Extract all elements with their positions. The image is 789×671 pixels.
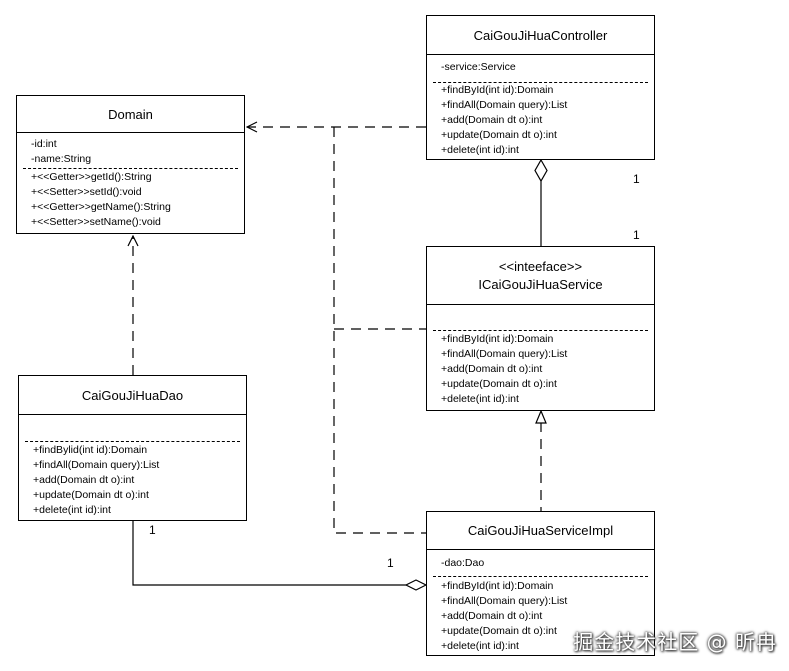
class-attributes: -id:int -name:String [31, 137, 91, 167]
class-name: ICaiGouJiHuaService [478, 277, 603, 292]
class-domain[interactable]: Domain -id:int -name:String +<<Getter>>g… [16, 95, 245, 234]
class-divider-dashed [433, 330, 648, 331]
class-divider-dashed [23, 168, 238, 169]
watermark: 掘金技术社区 @ 昕冉 [573, 630, 777, 654]
operation-row: +<<Getter>>getId():String [31, 171, 152, 183]
interface-stereotype: <<inteeface>> [498, 259, 583, 274]
class-operations: +findById(int id):Domain +findAll(Domain… [441, 83, 567, 158]
class-divider-dashed [25, 441, 240, 442]
class-name: CaiGouJiHuaController [473, 28, 608, 43]
class-caigoujihua-controller[interactable]: CaiGouJiHuaController -service:Service +… [426, 15, 655, 160]
class-name: CaiGouJiHuaServiceImpl [467, 523, 614, 538]
class-name: CaiGouJiHuaDao [81, 388, 184, 403]
class-operations: +<<Getter>>getId():String +<<Setter>>set… [31, 170, 171, 230]
class-divider-dashed [433, 82, 648, 83]
operation-row: +add(Domain dt o):int [441, 114, 543, 126]
class-divider [427, 54, 654, 55]
operation-row: +add(Domain dt o):int [441, 363, 543, 375]
multiplicity-label: 1 [633, 228, 640, 242]
operation-row: +delete(int id):int [33, 504, 111, 516]
class-operations: +findById(int id):Domain +findAll(Domain… [441, 332, 567, 407]
operation-row: +delete(int id):int [441, 144, 519, 156]
operation-row: +<<Setter>>setName():void [31, 216, 161, 228]
class-divider [427, 304, 654, 305]
operation-row: +<<Getter>>getName():String [31, 201, 171, 213]
class-attributes: -service:Service [441, 60, 516, 75]
class-divider [427, 549, 654, 550]
operation-row: +findById(int id):Domain [441, 84, 554, 96]
attribute-row: -service:Service [441, 61, 516, 73]
class-operations: +findById(int id):Domain +findAll(Domain… [441, 579, 567, 654]
operation-row: +delete(int id):int [441, 640, 519, 652]
operation-row: +add(Domain dt o):int [33, 474, 135, 486]
operation-row: +findById(int id):Domain [441, 333, 554, 345]
attribute-row: -name:String [31, 153, 92, 165]
operation-row: +findAll(Domain query):List [441, 99, 568, 111]
operation-row: +findAll(Domain query):List [441, 595, 568, 607]
interface-icaigoujihua-service[interactable]: <<inteeface>> ICaiGouJiHuaService +findB… [426, 246, 655, 411]
dependency-impl-domain [333, 127, 426, 534]
class-divider [17, 132, 244, 133]
realization-triangle [535, 409, 547, 424]
aggregation-diamond-impl [404, 579, 428, 591]
attribute-row: -id:int [31, 138, 57, 150]
class-attributes: -dao:Dao [441, 556, 484, 571]
class-divider [19, 414, 246, 415]
class-caigoujihua-dao[interactable]: CaiGouJiHuaDao +findBylid(int id):Domain… [18, 375, 247, 521]
class-caigoujihua-service-impl[interactable]: CaiGouJiHuaServiceImpl -dao:Dao +findByI… [426, 511, 655, 656]
aggregation-dao-impl [132, 521, 406, 586]
operation-row: +delete(int id):int [441, 393, 519, 405]
aggregation-diamond-controller [534, 158, 548, 183]
operation-row: +update(Domain dt o):int [441, 129, 557, 141]
operation-row: +findAll(Domain query):List [33, 459, 160, 471]
operation-row: +<<Setter>>setId():void [31, 186, 142, 198]
operation-row: +findAll(Domain query):List [441, 348, 568, 360]
class-divider-dashed [433, 576, 648, 577]
attribute-row: -dao:Dao [441, 557, 485, 569]
operation-row: +update(Domain dt o):int [33, 489, 149, 501]
operation-row: +update(Domain dt o):int [441, 625, 557, 637]
multiplicity-label: 1 [633, 172, 640, 186]
multiplicity-label: 1 [387, 556, 394, 570]
multiplicity-label: 1 [149, 523, 156, 537]
operation-row: +findById(int id):Domain [441, 580, 554, 592]
class-operations: +findBylid(int id):Domain +findAll(Domai… [33, 443, 159, 518]
operation-row: +findBylid(int id):Domain [33, 444, 148, 456]
operation-row: +add(Domain dt o):int [441, 610, 543, 622]
operation-row: +update(Domain dt o):int [441, 378, 557, 390]
class-name: Domain [108, 107, 153, 122]
